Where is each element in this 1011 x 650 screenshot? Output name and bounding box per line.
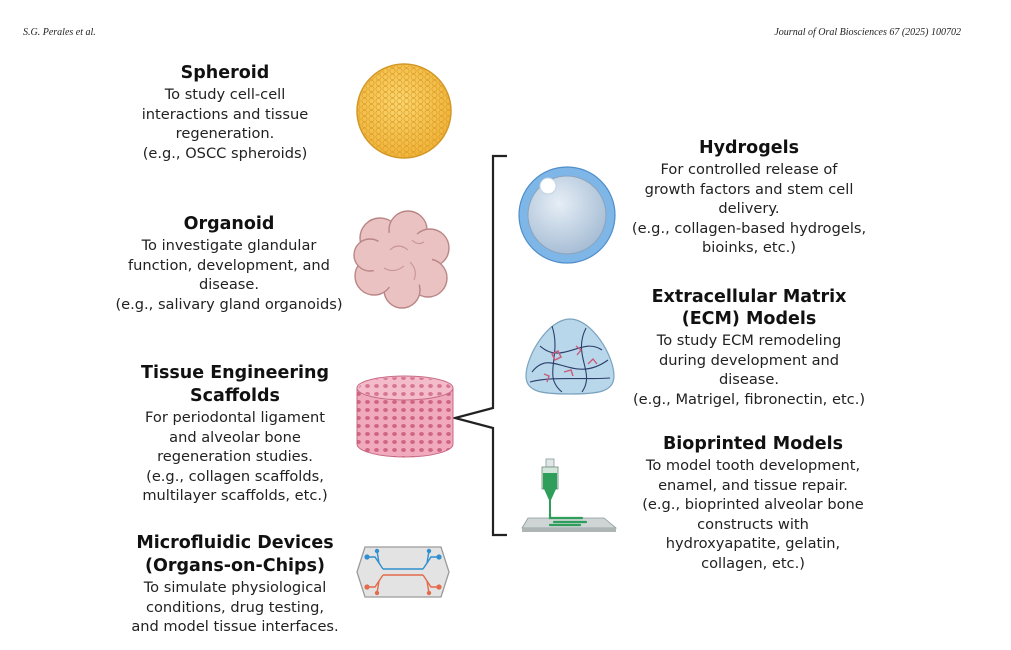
block-title: Microfluidic Devices — [136, 533, 334, 553]
block-line: regeneration studies. — [157, 448, 313, 465]
block-title: Extracellular Matrix — [651, 287, 847, 307]
block-line: To simulate physiological — [143, 579, 327, 596]
block-title: (Organs-on-Chips) — [145, 556, 325, 576]
header-authors: S.G. Perales et al. — [23, 27, 96, 38]
block-line: interactions and tissue — [141, 105, 309, 123]
block-line: (e.g., collagen-based hydrogels, — [631, 219, 867, 237]
microfluidic-chip-icon — [356, 546, 450, 598]
block-line: conditions, drug testing, — [145, 598, 324, 616]
block-line: (e.g., bioprinted alveolar bone — [642, 496, 864, 513]
ecm-block: Extracellular Matrix (ECM) Models To stu… — [614, 286, 884, 409]
spheroid-block: Spheroid To study cell-cell interactions… — [100, 62, 350, 163]
block-line: and alveolar bone — [169, 428, 301, 446]
block-line: To model tooth development, — [645, 457, 861, 474]
bioprinter-icon — [521, 458, 618, 532]
block-line: growth factors and stem cell — [644, 180, 854, 198]
bioprinted-block: Bioprinted Models To model tooth develop… — [614, 433, 892, 573]
block-line: enamel, and tissue repair. — [658, 476, 848, 494]
block-line: during development and — [658, 351, 840, 369]
header-journal: Journal of Oral Biosciences 67 (2025) 10… — [774, 27, 961, 38]
block-line: (e.g., Matrigel, fibronectin, etc.) — [632, 390, 866, 408]
block-line: To study cell-cell — [164, 86, 286, 103]
block-line: To study ECM remodeling — [656, 332, 842, 349]
hydrogels-block: Hydrogels For controlled release of grow… — [614, 137, 884, 258]
block-line: (e.g., collagen scaffolds, — [146, 467, 324, 485]
scaffold-icon — [356, 375, 454, 458]
organoid-block: Organoid To investigate glandular functi… — [100, 213, 358, 314]
block-line: regeneration. — [175, 125, 275, 142]
block-line: To investigate glandular — [141, 237, 317, 254]
block-line: function, development, and — [128, 256, 330, 274]
block-title: Spheroid — [180, 63, 270, 83]
block-title: Organoid — [183, 214, 275, 234]
block-title: Tissue Engineering — [141, 363, 329, 383]
block-line: (e.g., salivary gland organoids) — [115, 295, 343, 313]
block-line: collagen, etc.) — [701, 554, 805, 572]
block-line: disease. — [198, 276, 260, 293]
block-title: (ECM) Models — [681, 309, 817, 329]
block-line: constructs with — [697, 515, 809, 533]
block-line: (e.g., OSCC spheroids) — [142, 144, 308, 162]
block-title: Scaffolds — [190, 386, 280, 406]
block-line: multilayer scaffolds, etc.) — [142, 487, 328, 504]
block-title: Hydrogels — [698, 138, 800, 158]
organoid-icon — [353, 210, 450, 309]
microfluidic-block: Microfluidic Devices (Organs-on-Chips) T… — [110, 532, 360, 637]
block-line: and model tissue interfaces. — [131, 618, 339, 635]
block-title: Bioprinted Models — [662, 434, 844, 454]
bracket-connector — [450, 154, 507, 537]
scaffolds-block: Tissue Engineering Scaffolds For periodo… — [110, 362, 360, 506]
hydrogel-icon — [518, 166, 616, 264]
block-line: For controlled release of — [660, 161, 838, 178]
ecm-icon — [525, 318, 615, 395]
block-line: bioinks, etc.) — [702, 239, 796, 256]
block-line: hydroxyapatite, gelatin, — [665, 535, 841, 552]
spheroid-icon — [356, 63, 452, 159]
block-line: disease. — [718, 371, 780, 388]
block-line: delivery. — [718, 200, 780, 217]
block-line: For periodontal ligament — [145, 409, 325, 426]
